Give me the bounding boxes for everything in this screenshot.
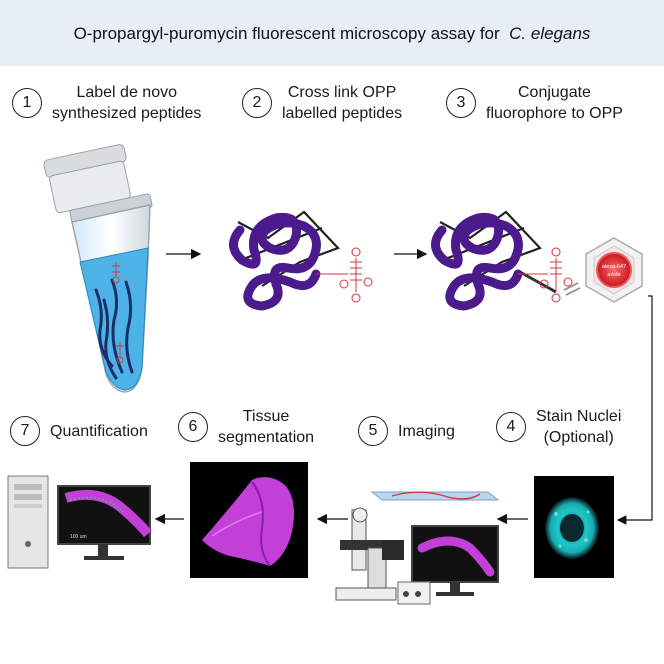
step-6-line1: Tissue <box>242 408 290 425</box>
tube-icon <box>43 144 153 393</box>
fluorophore-protein-icon: alexa-647 azide <box>431 210 643 311</box>
step-2-label: Cross link OPP labelled peptides <box>282 82 402 124</box>
step-2-number: 2 <box>242 88 272 118</box>
fluorophore-label-2: azide <box>607 272 620 278</box>
step-4-line2: (Optional) <box>543 429 614 446</box>
microscope-setup-icon <box>335 491 500 605</box>
monitor-scale-label: 100 um <box>70 534 87 540</box>
step-7: 7 Quantification <box>10 416 148 446</box>
arrow-3-4 <box>616 295 653 525</box>
step-2: 2 Cross link OPP labelled peptides <box>242 82 402 124</box>
step-5-number: 5 <box>358 416 388 446</box>
step-5: 5 Imaging <box>358 416 455 446</box>
step-3-line2: fluorophore to OPP <box>486 105 623 122</box>
step-1-line2: synthesized peptides <box>52 105 202 122</box>
step-1: 1 Label de novo synthesized peptides <box>12 82 201 124</box>
step-1-line1: Label de novo <box>76 84 177 101</box>
crosslinked-protein-icon <box>229 210 373 311</box>
step-6-label: Tissue segmentation <box>218 406 314 448</box>
page-title: O-propargyl-puromycin fluorescent micros… <box>0 24 664 44</box>
step-3: 3 Conjugate fluorophore to OPP <box>446 82 623 124</box>
step-1-number: 1 <box>12 88 42 118</box>
fluorophore-label-1: alexa-647 <box>602 264 626 270</box>
step-7-number: 7 <box>10 416 40 446</box>
step-4: 4 Stain Nuclei (Optional) <box>496 406 621 448</box>
step-6: 6 Tissue segmentation <box>178 406 314 448</box>
tissue-segmentation-image <box>190 462 308 578</box>
step-7-label: Quantification <box>50 422 148 440</box>
title-banner <box>0 0 664 66</box>
title-species: C. elegans <box>509 24 591 43</box>
step-2-line2: labelled peptides <box>282 105 403 122</box>
step-4-line1: Stain Nuclei <box>536 408 622 425</box>
step-3-label: Conjugate fluorophore to OPP <box>486 82 623 124</box>
computer-icon: 100 um <box>7 475 152 569</box>
step-5-label: Imaging <box>398 422 455 440</box>
step-4-number: 4 <box>496 412 526 442</box>
nucleus-image <box>534 476 614 578</box>
step-6-number: 6 <box>178 412 208 442</box>
step-1-label: Label de novo synthesized peptides <box>52 82 201 124</box>
step-4-label: Stain Nuclei (Optional) <box>536 406 621 448</box>
title-text: O-propargyl-puromycin fluorescent micros… <box>73 24 500 43</box>
step-3-number: 3 <box>446 88 476 118</box>
step-3-line1: Conjugate <box>518 84 591 101</box>
step-6-line2: segmentation <box>218 429 315 446</box>
step-2-line1: Cross link OPP <box>287 84 397 101</box>
